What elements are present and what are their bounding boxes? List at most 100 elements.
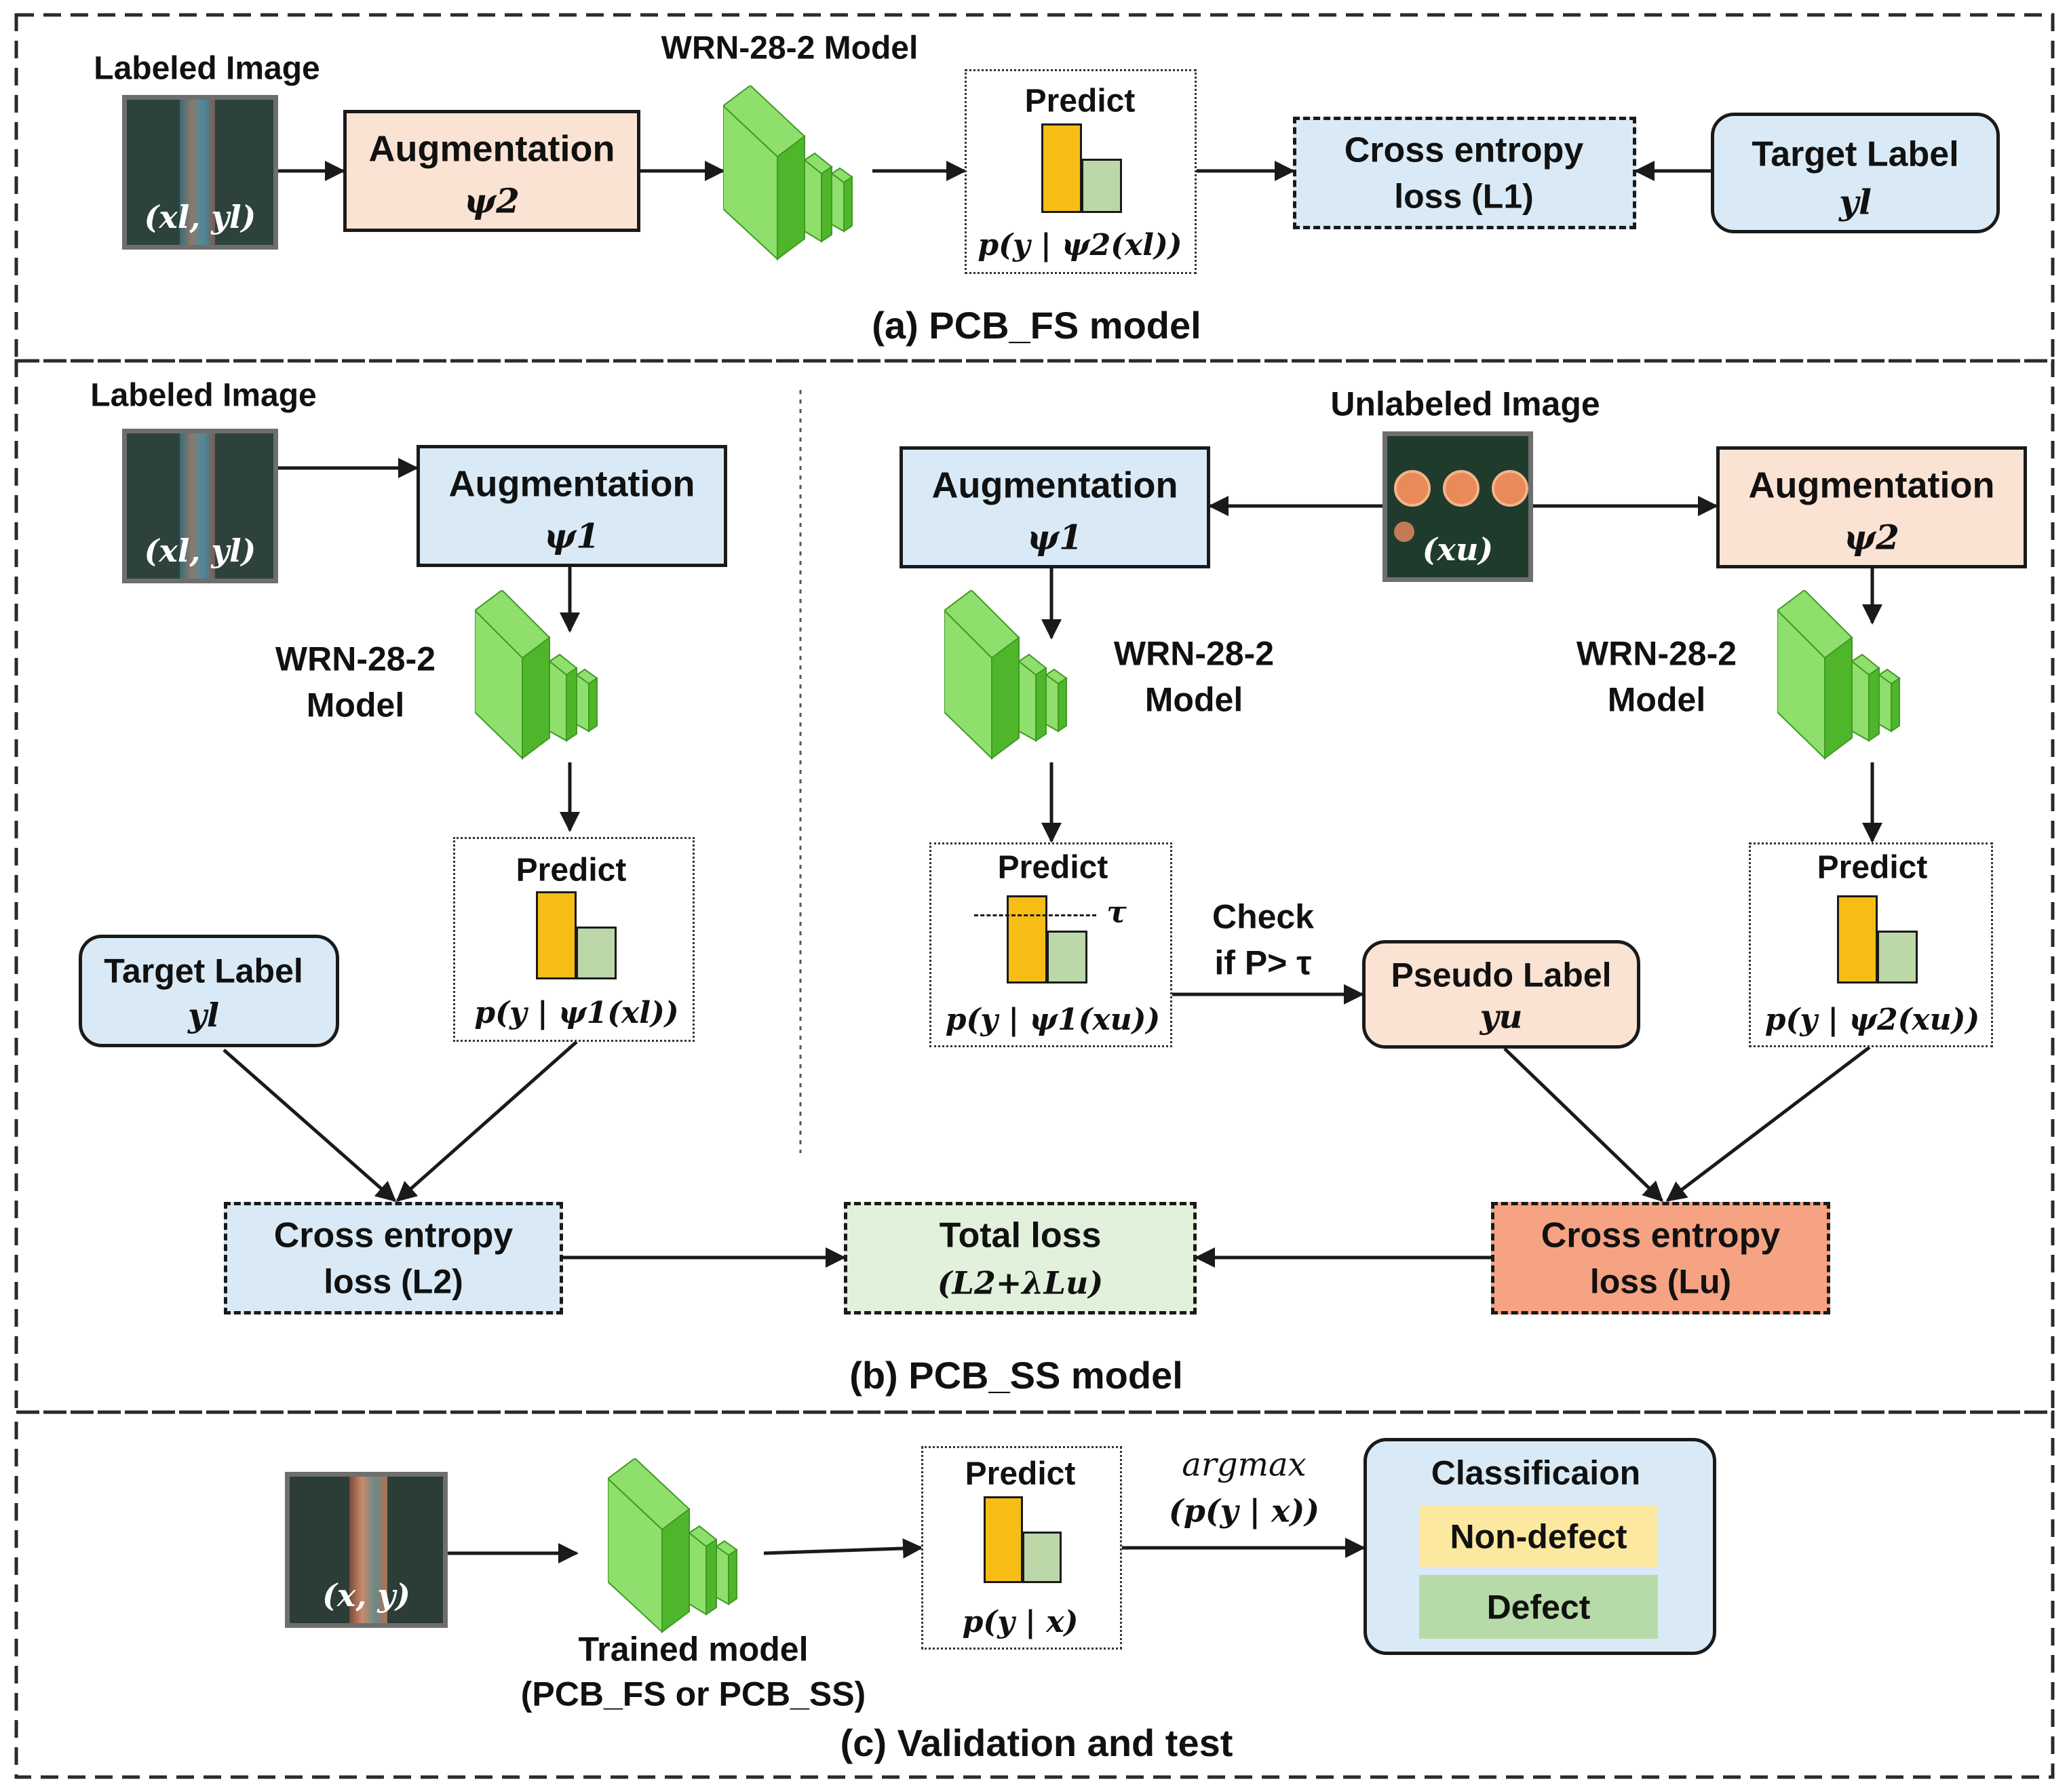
panel-c-class-title: Classificaion <box>1431 1454 1641 1492</box>
panel-b-model-mid-icon <box>944 590 1068 760</box>
panel-a-aug-sym: ψ2 <box>464 180 520 221</box>
panel-b-check-line2: if P> τ <box>1214 943 1312 982</box>
panel-a-target-sym: yl <box>1838 182 1872 222</box>
panel-a-model-icon <box>723 85 853 261</box>
arrow-b-predict-lossu <box>1665 1046 1871 1202</box>
panel-a-predict-title: Predict <box>1024 83 1136 119</box>
arrow-b-target-loss-left <box>223 1049 397 1202</box>
panel-b-pseudo-sym: yu <box>1480 998 1523 1036</box>
panel-b-model-left-line2: Model <box>306 686 405 724</box>
copper-trace <box>180 100 215 245</box>
panel-c-model-line2: (PCB_FS or PCB_SS) <box>520 1675 866 1713</box>
panel-a-loss-box <box>1293 117 1636 229</box>
panel-b-aug-mid-box <box>900 446 1210 568</box>
panel-b-predict-right-title: Predict <box>1817 849 1928 886</box>
panel-b-labeled-image-label: Labeled Image <box>90 377 317 414</box>
panel-b-predict-mid-tau: τ <box>1106 895 1127 930</box>
panel-c-model-line1: Trained model <box>578 1630 809 1669</box>
panel-c-argmax-line2: (p(y | x)) <box>1168 1492 1320 1530</box>
panel-c-argmax-line1: argmax <box>1182 1445 1307 1484</box>
panel-b-total-line2: (L2+λLu) <box>937 1264 1104 1302</box>
panel-c-caption: (c) Validation and test <box>840 1721 1233 1765</box>
panel-a-bar-low <box>1081 159 1122 213</box>
panel-b-predict-right-formula: p(y | ψ2(xu)) <box>1764 1002 1980 1037</box>
panel-b-predict-mid-formula: p(y | ψ1(xu)) <box>945 1002 1161 1037</box>
panel-b-aug-right-box <box>1716 446 2027 568</box>
panel-b-caption: (b) PCB_SS model <box>849 1354 1183 1397</box>
panel-a-target-box <box>1711 113 2000 233</box>
panel-b-left-bar-low <box>576 927 617 979</box>
panel-c-predict-title: Predict <box>965 1456 1076 1492</box>
panel-b-model-mid-line2: Model <box>1144 680 1243 719</box>
panel-b-model-right-icon <box>1777 590 1901 760</box>
panel-c-predict-formula: p(y | x) <box>962 1604 1079 1639</box>
arrow-b-predict-loss-left <box>395 1040 578 1202</box>
panel-b-model-left-line1: WRN-28-2 <box>275 640 436 678</box>
panel-b-left-bar-high <box>536 891 577 979</box>
panel-b-aug-left-sym: ψ1 <box>544 515 600 556</box>
pad <box>1394 470 1431 507</box>
panel-b-model-left-icon <box>475 590 598 760</box>
panel-b-model-right-line2: Model <box>1607 680 1706 719</box>
panel-b-loss-left-box <box>224 1202 563 1314</box>
panel-c-border <box>14 1410 2055 1779</box>
panel-b-total-box <box>844 1202 1197 1314</box>
pad <box>1394 522 1414 542</box>
panel-a-model-label: WRN-28-2 Model <box>661 30 919 66</box>
panel-b-pseudo-title: Pseudo Label <box>1391 956 1612 994</box>
copper-trace <box>180 433 215 579</box>
panel-b-mid-bar-low <box>1047 931 1087 983</box>
panel-b-right-bar-high <box>1837 895 1878 983</box>
panel-c-class-nondefect-row <box>1419 1506 1658 1567</box>
panel-b-labeled-tag: (xl, yl) <box>144 532 256 569</box>
panel-b-loss-right-line2: loss (Lu) <box>1589 1262 1732 1301</box>
panel-b-loss-right-box <box>1491 1202 1830 1314</box>
panel-b-aug-left-title: Augmentation <box>448 463 695 505</box>
panel-a-caption: (a) PCB_FS model <box>872 304 1201 347</box>
panel-c-class-nondefect: Non-defect <box>1450 1517 1627 1556</box>
panel-b-target-box <box>79 935 339 1047</box>
panel-a-aug-box <box>343 110 640 232</box>
panel-c-image: (x, y) <box>285 1472 448 1628</box>
copper-trace <box>349 1477 387 1623</box>
panel-b-labeled-image: (xl, yl) <box>122 429 278 583</box>
panel-b-predict-left-formula: p(y | ψ1(xl)) <box>474 995 679 1030</box>
panel-b-unlabeled-image-label: Unlabeled Image <box>1330 385 1600 423</box>
panel-a-image-tag: (xl, yl) <box>144 199 256 235</box>
panel-b-total-line1: Total loss <box>939 1215 1102 1255</box>
panel-b-unlabeled-image: (xu) <box>1382 431 1533 582</box>
panel-b-predict-left-title: Predict <box>516 852 627 889</box>
panel-b-aug-left-box <box>417 445 727 567</box>
panel-b-loss-left-line2: loss (L2) <box>324 1262 463 1301</box>
pad <box>1492 470 1528 507</box>
panel-a-bar-high <box>1041 123 1082 213</box>
panel-b-loss-right-line1: Cross entropy <box>1541 1215 1781 1255</box>
panel-b-aug-mid-sym: ψ1 <box>1027 517 1083 558</box>
panel-b-loss-left-line1: Cross entropy <box>273 1215 514 1255</box>
panel-c-image-tag: (x, y) <box>322 1577 410 1614</box>
panel-b-aug-right-title: Augmentation <box>1748 465 1995 506</box>
threshold-line <box>974 914 1096 916</box>
panel-b-check-line1: Check <box>1212 897 1315 936</box>
pad <box>1443 470 1480 507</box>
panel-b-pseudo-box <box>1362 940 1640 1049</box>
arrow-c-model-predict <box>763 1538 923 1559</box>
panel-b-unlabeled-tag: (xu) <box>1422 531 1494 568</box>
panel-b-aug-right-sym: ψ2 <box>1844 517 1899 558</box>
panel-c-bar-low <box>1022 1532 1062 1583</box>
panel-c-class-defect: Defect <box>1486 1588 1591 1627</box>
panel-b-model-mid-line1: WRN-28-2 <box>1113 634 1275 673</box>
panel-b-aug-mid-title: Augmentation <box>931 465 1178 506</box>
panel-a-labeled-image: (xl, yl) <box>122 95 278 250</box>
panel-a-loss-line2: loss (L1) <box>1394 177 1534 216</box>
panel-c-predict-box <box>921 1446 1122 1650</box>
panel-b-mid-bar-high <box>1007 895 1047 983</box>
panel-a-target-title: Target Label <box>1752 134 1959 174</box>
panel-a-aug-title: Augmentation <box>368 128 615 170</box>
panel-a-loss-line1: Cross entropy <box>1344 130 1584 170</box>
arrow-b-pseudo-lossu <box>1503 1047 1664 1203</box>
panel-b-predict-left-box <box>453 837 695 1042</box>
panel-a-predict-formula: p(y | ψ2(xl)) <box>978 227 1182 262</box>
panel-b-target-title: Target Label <box>104 952 303 990</box>
